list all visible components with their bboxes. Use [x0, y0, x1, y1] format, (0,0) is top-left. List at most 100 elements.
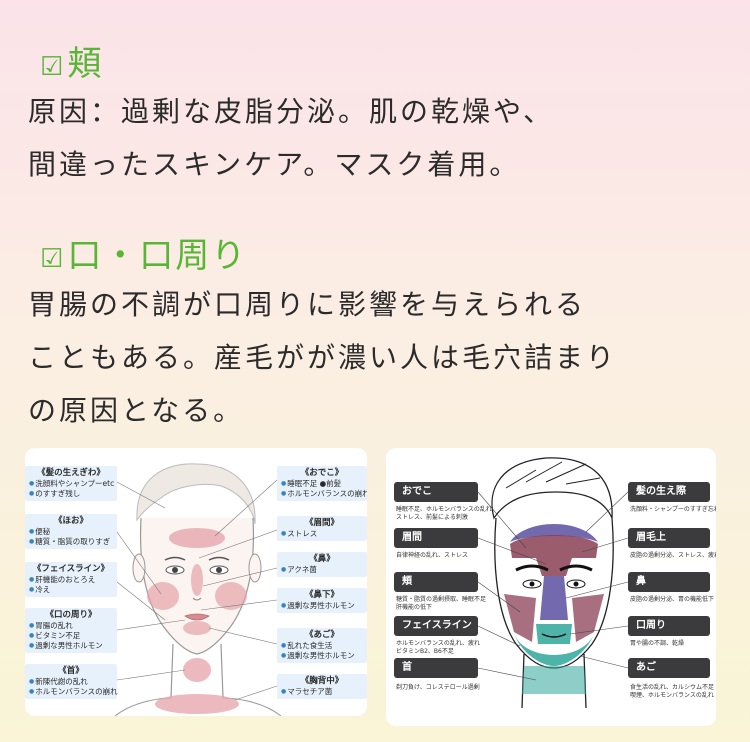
label-title: 《フェイスライン》 — [32, 564, 110, 574]
label-title: 《髪の生えぎわ》 — [37, 468, 105, 478]
male-label-hairline: 髪の生え際 — [628, 482, 710, 502]
female-label-forehead: 《おでこ》 睡眠不足 ●前髪 ホルモンバランスの崩れ — [277, 466, 367, 501]
checkbox-icon: ☑ — [40, 52, 66, 82]
zone-neck — [522, 666, 586, 694]
label-title: 《口の周り》 — [45, 610, 97, 620]
label-title: 《ほお》 — [53, 516, 88, 526]
desc-line: 剃刀負け、コレステロール過剰 — [396, 684, 480, 691]
label-title: 《鼻》 — [309, 554, 335, 564]
label-title: 《おでこ》 — [300, 468, 344, 478]
cheek-body-line-1: 原因：過剰な皮脂分泌。肌の乾燥や、 — [28, 95, 555, 128]
female-acne-map: 《髪の生えぎわ》 洗顔料やシャンプーetc のすすぎ残し 《ほお》 便秘 糖質・… — [25, 448, 367, 716]
label-item: ホルモンバランスの崩れ — [281, 489, 367, 499]
female-face-illustration — [114, 463, 282, 716]
female-label-chest-back: 《胸背中》 マラセチア菌 — [277, 674, 367, 699]
male-desc-nose: 皮脂の過剰分泌、胃の機能低下 — [630, 596, 714, 604]
zone-nose — [540, 576, 568, 620]
label-item: 洗顔料やシャンプーetc — [29, 479, 114, 489]
zone-forehead — [169, 528, 225, 548]
label-item: 過剰な男性ホルモン — [29, 641, 113, 651]
label-item: ホルモンバランスの崩れ — [29, 687, 117, 697]
male-desc-chin: 食生活の乱れ、カルシウム不足 喫煙、ホルモンバランスの乱れ — [630, 684, 714, 700]
desc-line: 糖質・脂質の過剰摂取、睡眠不足 — [396, 596, 487, 603]
male-desc-faceline: ホルモンバランスの乱れ、疲れ ビタミンB2、B6不足 — [396, 640, 480, 656]
desc-line: 皮脂の過剰分泌、胃の機能低下 — [630, 596, 715, 603]
male-face-illustration — [477, 457, 629, 709]
label-item: 睡眠不足 ●前髪 — [281, 479, 363, 489]
male-label-forehead: おでこ — [394, 482, 478, 502]
desc-line: 洗顔料・シャンプーのすすぎ忘れ — [630, 506, 716, 513]
male-desc-neck: 剃刀負け、コレステロール過剰 — [396, 684, 480, 692]
label-item: 糖質・脂質の取りすぎ — [29, 537, 113, 547]
male-label-chin: あご — [628, 658, 710, 678]
zone-right-cheek — [215, 582, 247, 610]
zone-nose — [191, 564, 203, 596]
male-label-nose: 鼻 — [628, 572, 710, 592]
female-label-chin: 《あご》 乱れた食生活 過剰な男性ホルモン — [277, 628, 367, 663]
desc-line: 食生活の乱れ、カルシウム不足 — [630, 684, 715, 691]
label-item: ストレス — [281, 529, 363, 539]
zone-forehead — [510, 535, 598, 558]
desc-line: ホルモンバランスの乱れ、疲れ — [396, 640, 480, 647]
zone-left-cheek — [147, 582, 179, 610]
heading-cheek-text: 頬 — [67, 44, 104, 84]
male-label-mouth: 口周り — [628, 616, 710, 636]
male-label-neck: 首 — [394, 658, 478, 678]
label-title: 《あご》 — [304, 630, 339, 640]
female-label-mouth: 《口の周り》 胃腸の乱れ ビタミン不足 過剰な男性ホルモン — [25, 608, 117, 653]
label-item: マラセチア菌 — [281, 687, 363, 697]
female-label-cheek: 《ほお》 便秘 糖質・脂質の取りすぎ — [25, 514, 117, 549]
zone-brow-between — [536, 558, 572, 576]
mouth-body-line-1: 胃腸の不調が口周りに影響を与えられる — [28, 288, 587, 321]
label-item: 過剰な男性ホルモン — [281, 651, 363, 661]
desc-line: 皮脂の過剰分泌、ストレス、疲れ — [630, 552, 716, 559]
zone-chin — [183, 621, 211, 635]
heading-mouth-text: 口・口周り — [67, 236, 248, 276]
female-label-faceline: 《フェイスライン》 肝機能のおとろえ 冷え — [25, 562, 117, 597]
male-desc-hairline: 洗顔料・シャンプーのすすぎ忘れ — [630, 506, 716, 514]
female-label-hairline: 《髪の生えぎわ》 洗顔料やシャンプーetc のすすぎ残し — [25, 466, 117, 501]
cheek-body-line-2: 間違ったスキンケア。マスク着用。 — [28, 148, 521, 181]
male-label-faceline: フェイスライン — [394, 616, 478, 636]
female-label-glabella: 《眉間》 ストレス — [277, 516, 367, 541]
label-item: ビタミン不足 — [29, 631, 113, 641]
male-desc-above-brow: 皮脂の過剰分泌、ストレス、疲れ — [630, 552, 716, 560]
male-desc-glabella: 自律神経の乱れ、ストレス — [396, 552, 468, 560]
label-item: 便秘 — [29, 527, 113, 537]
label-item: 過剰な男性ホルモン — [281, 601, 363, 611]
checkbox-icon: ☑ — [40, 244, 66, 274]
label-item: アクネ菌 — [281, 565, 363, 575]
label-item: 冷え — [29, 585, 113, 595]
zone-jaw — [514, 634, 594, 666]
zone-mouth — [536, 624, 572, 644]
label-title: 《首》 — [58, 666, 84, 676]
mouth-body-line-2: こともある。産毛がが濃い人は毛穴詰まり — [28, 341, 618, 374]
heading-mouth: ☑口・口周り — [40, 228, 247, 277]
zone-hairline — [510, 524, 598, 542]
label-item: 肝機能のおとろえ — [29, 575, 113, 585]
label-item: のすすぎ残し — [29, 489, 113, 499]
zone-neck — [183, 658, 211, 682]
label-title: 《眉間》 — [304, 518, 339, 528]
label-title: 《胸背中》 — [300, 676, 344, 686]
heading-cheek: ☑頬 — [40, 36, 103, 85]
male-label-cheek: 頬 — [394, 572, 478, 592]
label-item: 新陳代謝の乱れ — [29, 677, 113, 687]
female-label-nose: 《鼻》 アクネ菌 — [277, 552, 367, 577]
zone-right-cheek — [572, 594, 604, 642]
male-desc-forehead: 睡眠不足、ホルモンバランスの乱れ ストレス、前髪による刺激 — [396, 506, 492, 522]
male-label-above-brow: 眉毛上 — [628, 528, 710, 548]
desc-line: 胃や腸の不調、乾燥 — [630, 640, 685, 647]
desc-line: ストレス、前髪による刺激 — [396, 514, 468, 521]
female-label-neck: 《首》 新陳代謝の乱れ ホルモンバランスの崩れ — [25, 664, 118, 699]
label-title: 《鼻下》 — [304, 590, 339, 600]
desc-line: ビタミンB2、B6不足 — [396, 648, 454, 655]
desc-line: 喫煙、ホルモンバランスの乱れ — [630, 692, 714, 699]
desc-line: 睡眠不足、ホルモンバランスの乱れ — [396, 506, 492, 513]
mouth-body-line-3: の原因となる。 — [28, 394, 245, 427]
label-item: 乱れた食生活 — [281, 641, 363, 651]
male-desc-cheek: 糖質・脂質の過剰摂取、睡眠不足 肝機能の低下 — [396, 596, 486, 612]
male-desc-mouth: 胃や腸の不調、乾燥 — [630, 640, 684, 648]
label-item: 胃腸の乱れ — [29, 621, 113, 631]
male-acne-map: おでこ 睡眠不足、ホルモンバランスの乱れ ストレス、前髪による刺激 眉間 自律神… — [386, 448, 716, 726]
